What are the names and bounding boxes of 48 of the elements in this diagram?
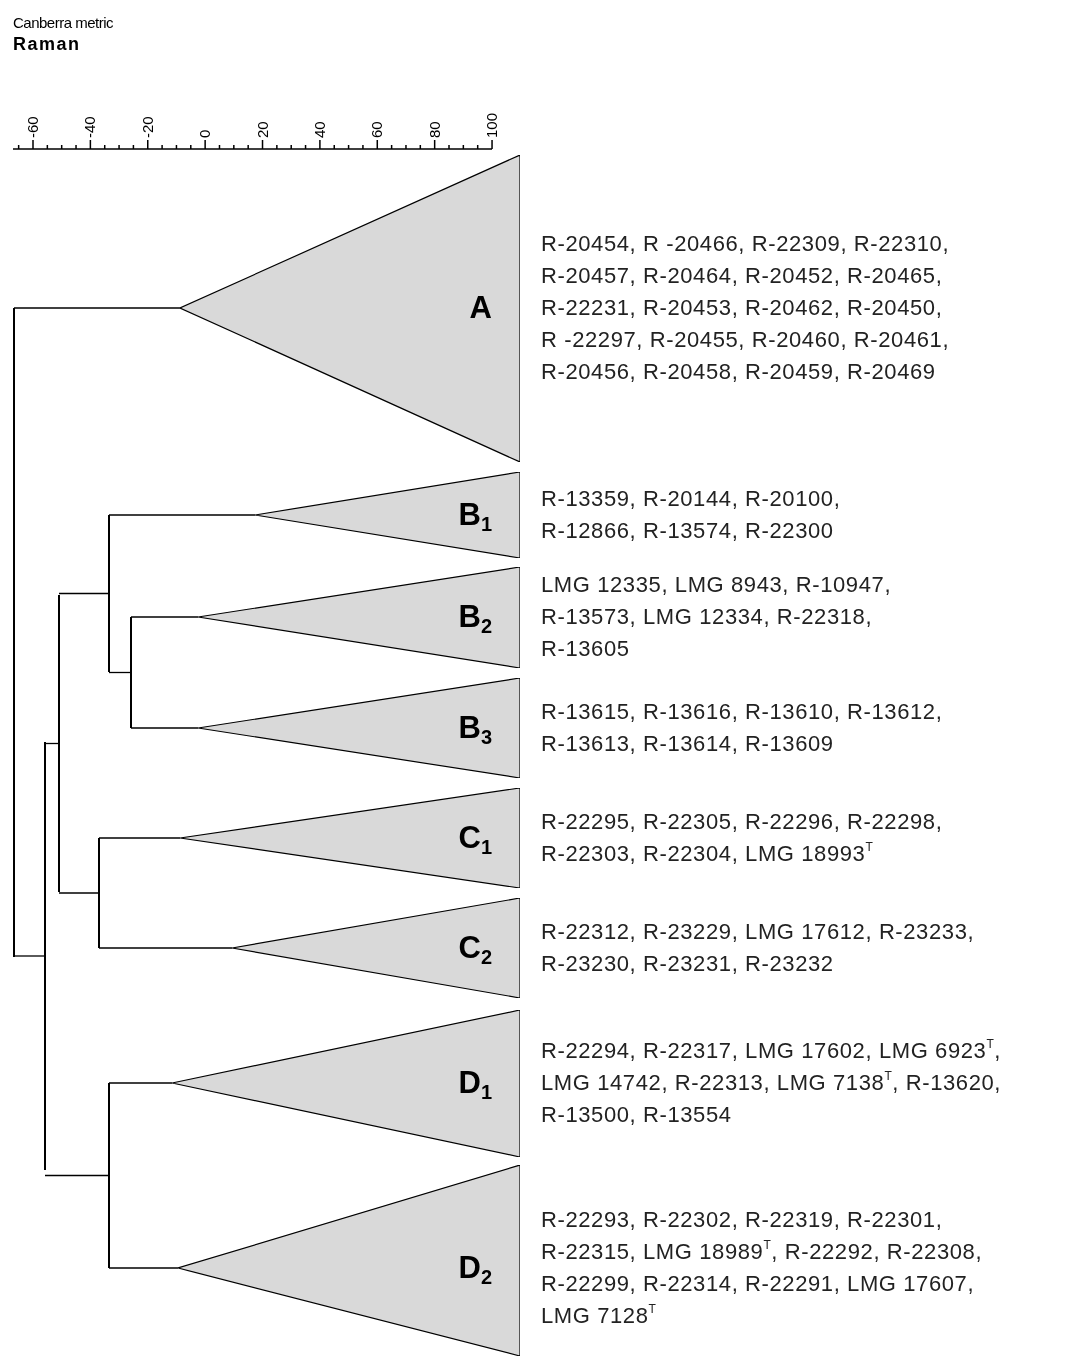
- tick-label: 100: [484, 112, 501, 138]
- cluster-triangle: [198, 567, 520, 668]
- cluster-triangle: [180, 788, 520, 888]
- strain-list: LMG 12335, LMG 8943, R-10947, R-13573, LMG 12334, R-22318, R-13605: [541, 569, 961, 665]
- tick-label: 0: [197, 129, 214, 138]
- dendrogram-branch: [13, 955, 45, 957]
- dendrogram-branch: [108, 1082, 173, 1084]
- cluster-label: D$_{1}$: [458, 1066, 492, 1100]
- strain-list: R-22312, R-23229, LMG 17612, R-23233, R-23230, R-23231, R-23232: [541, 916, 1041, 980]
- dendrogram-branch: [108, 514, 256, 516]
- cluster-label: B$_{2}$: [458, 600, 492, 634]
- dendrogram-branch: [130, 616, 199, 618]
- dendrogram-branch: [58, 592, 109, 595]
- dendrogram-branch: [44, 1174, 109, 1177]
- dendrogram-branch: [13, 307, 181, 309]
- cluster-triangle: [178, 1165, 520, 1356]
- tick-label: 80: [426, 121, 443, 138]
- strain-list: R-22294, R-22317, LMG 17602, LMG 6923$^{T}$, LMG 14742, R-22313, LMG 7138$^{T}$, R-13620, R-13500, R-13554: [541, 1035, 1066, 1131]
- metric-label: Canberra metric: [13, 14, 114, 31]
- tick-label: 20: [254, 121, 271, 138]
- cluster-triangle: [180, 155, 520, 462]
- strain-list: R-22293, R-22302, R-22319, R-22301, R-22315, LMG 18989$^{T}$, R-22292, R-22308, R-22299, R-22314, R-22291, LMG 17607, LMG 7128$^{T}$: [541, 1204, 1011, 1332]
- tick-label: 40: [311, 121, 328, 138]
- cluster-label: A: [469, 291, 492, 325]
- strain-list: R-22295, R-22305, R-22296, R-22298, R-22303, R-22304, LMG 18993$^{T}$: [541, 806, 1011, 870]
- dendrogram-branch: [58, 892, 99, 894]
- strain-list: R-13359, R-20144, R-20100, R-12866, R-13574, R-22300: [541, 483, 901, 547]
- strain-list: R-20454, R -20466, R-22309, R-22310, R-20457, R-20464, R-20452, R-20465, R-22231, R-20453, R-20462, R-20450, R -22297, R-20455, R-20460, R-20461, R-20456, R-20458, R-20459, R-20469: [541, 228, 1011, 388]
- tick-label: 60: [369, 121, 386, 138]
- cluster-label: C$_{1}$: [458, 821, 492, 855]
- tick-label: -40: [82, 116, 99, 138]
- cluster-label: B$_{1}$: [458, 498, 492, 532]
- dendrogram-branch: [98, 837, 181, 839]
- cluster-triangle: [232, 898, 520, 998]
- cluster-label: C$_{2}$: [458, 931, 492, 965]
- cluster-label: B$_{3}$: [458, 711, 492, 745]
- strain-list: R-13615, R-13616, R-13610, R-13612, R-13613, R-13614, R-13609: [541, 696, 1011, 760]
- cluster-label: D$_{2}$: [458, 1251, 492, 1285]
- cluster-triangle: [172, 1010, 520, 1157]
- cluster-triangle: [255, 472, 520, 558]
- cluster-triangle: [198, 678, 520, 778]
- diagram-title: Raman: [13, 34, 81, 55]
- dendrogram-branch: [98, 947, 233, 949]
- dendrogram-branch: [108, 1267, 179, 1269]
- tick-label: -60: [25, 116, 41, 138]
- tick-label: -20: [139, 116, 156, 138]
- dendrogram-branch: [130, 727, 199, 729]
- dendrogram-branch: [108, 671, 131, 674]
